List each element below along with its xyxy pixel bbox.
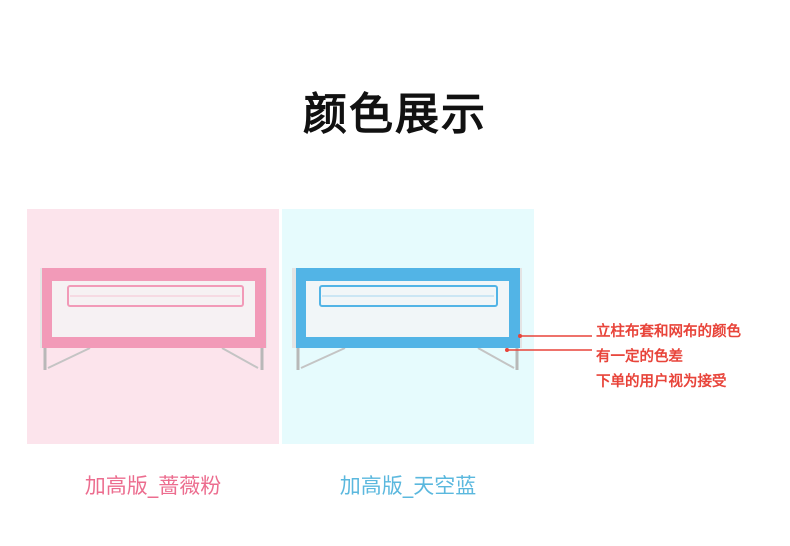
color-difference-note: 立柱布套和网布的颜色 有一定的色差 下单的用户视为接受 — [596, 320, 786, 395]
note-line: 下单的用户视为接受 — [596, 374, 727, 390]
blue-variant-caption: 加高版_天空蓝 — [339, 474, 477, 498]
note-line: 立柱布套和网布的颜色 — [596, 324, 741, 340]
pink-variant-caption: 加高版_蔷薇粉 — [84, 474, 222, 498]
note-line: 有一定的色差 — [596, 349, 683, 365]
pink-bed-rail-image — [40, 268, 267, 370]
page-title: 颜色展示 — [303, 89, 487, 140]
annotation-connectors — [505, 334, 592, 352]
blue-bed-rail-image — [292, 268, 522, 370]
